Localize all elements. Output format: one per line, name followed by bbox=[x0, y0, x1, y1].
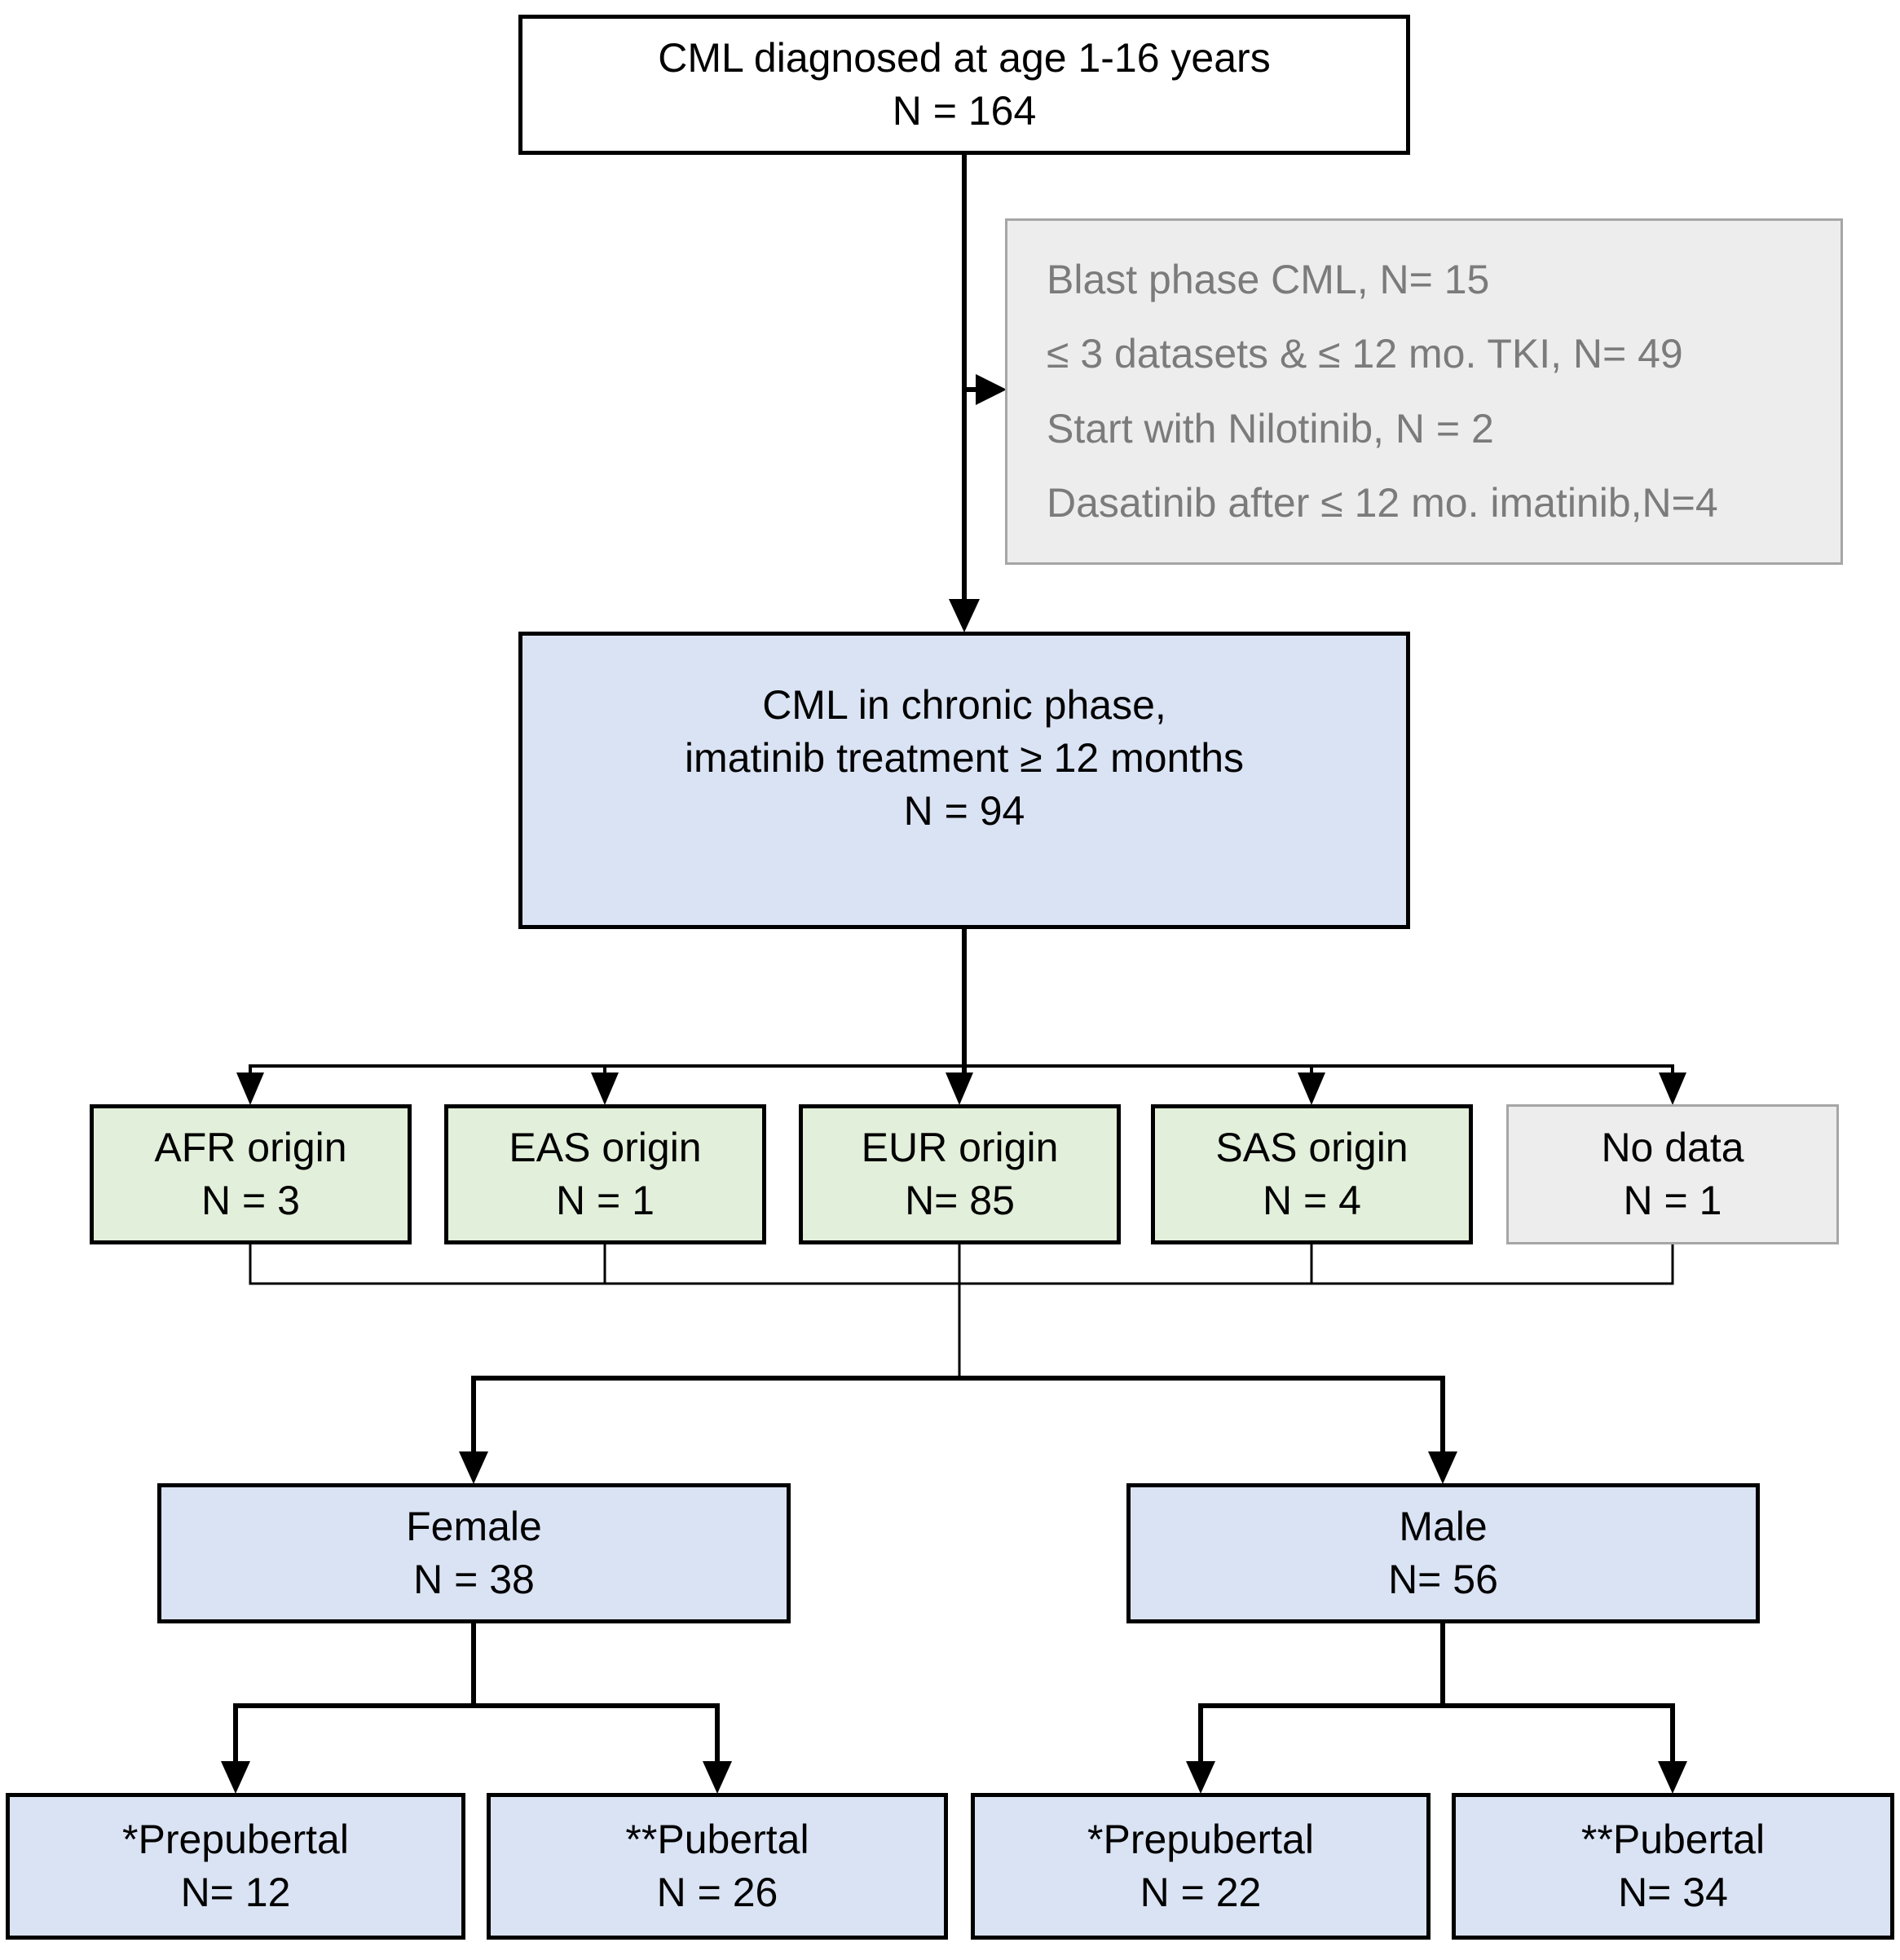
node-diagnosed-count: N = 164 bbox=[892, 88, 1037, 134]
arrowhead-female-prepubertal bbox=[221, 1761, 250, 1794]
node-male: Male N= 56 bbox=[1126, 1483, 1760, 1623]
arrowhead-to-exclusions bbox=[976, 374, 1007, 405]
node-exclusions: Blast phase CML, N= 15 ≤ 3 datasets & ≤ … bbox=[1005, 218, 1843, 565]
arrowhead-male bbox=[1428, 1451, 1457, 1484]
arrowhead-afr bbox=[236, 1072, 264, 1105]
arrowhead-female bbox=[459, 1451, 488, 1484]
node-female: Female N = 38 bbox=[157, 1483, 791, 1623]
node-no-data-count: N = 1 bbox=[1623, 1178, 1722, 1223]
node-chronic-line2: imatinib treatment ≥ 12 months bbox=[684, 734, 1245, 781]
node-chronic-line1: CML in chronic phase, bbox=[762, 681, 1166, 728]
node-eur-count: N= 85 bbox=[905, 1178, 1015, 1223]
node-female-count: N = 38 bbox=[413, 1557, 535, 1602]
arrowhead-male-prepubertal bbox=[1186, 1761, 1215, 1794]
exclusion-datasets-tki: ≤ 3 datasets & ≤ 12 mo. TKI, N= 49 bbox=[1047, 331, 1683, 377]
node-male-prepubertal-count: N = 22 bbox=[1140, 1870, 1262, 1915]
exclusion-nilotinib: Start with Nilotinib, N = 2 bbox=[1047, 405, 1494, 451]
node-sas-origin: SAS origin N = 4 bbox=[1151, 1104, 1473, 1244]
arrowhead-female-pubertal bbox=[703, 1761, 732, 1794]
arrowhead-eur bbox=[946, 1072, 973, 1105]
node-no-data-label: No data bbox=[1601, 1125, 1744, 1170]
node-afr-count: N = 3 bbox=[201, 1178, 300, 1223]
node-eur-label: EUR origin bbox=[861, 1125, 1059, 1170]
node-female-pubertal-label: **Pubertal bbox=[625, 1817, 809, 1862]
node-male-pubertal: **Pubertal N= 34 bbox=[1452, 1793, 1894, 1940]
node-male-pubertal-count: N= 34 bbox=[1618, 1870, 1728, 1915]
arrowhead-male-pubertal bbox=[1658, 1761, 1687, 1794]
node-female-prepubertal: *Prepubertal N= 12 bbox=[6, 1793, 465, 1940]
node-male-label: Male bbox=[1399, 1504, 1488, 1549]
node-chronic-count: N = 94 bbox=[903, 787, 1025, 834]
arrowhead-sas bbox=[1298, 1072, 1325, 1105]
exclusion-blast-phase: Blast phase CML, N= 15 bbox=[1047, 257, 1490, 302]
node-diagnosed-label: CML diagnosed at age 1-16 years bbox=[658, 35, 1271, 81]
node-female-prepubertal-count: N= 12 bbox=[180, 1870, 291, 1915]
node-female-label: Female bbox=[406, 1504, 542, 1549]
node-no-data: No data N = 1 bbox=[1506, 1104, 1839, 1244]
node-diagnosed: CML diagnosed at age 1-16 years N = 164 bbox=[518, 15, 1410, 155]
arrowhead-eas bbox=[591, 1072, 619, 1105]
node-female-prepubertal-label: *Prepubertal bbox=[122, 1817, 349, 1862]
node-male-prepubertal: *Prepubertal N = 22 bbox=[971, 1793, 1431, 1940]
node-sas-label: SAS origin bbox=[1215, 1125, 1408, 1170]
arrowhead-nodata bbox=[1659, 1072, 1686, 1105]
node-afr-label: AFR origin bbox=[154, 1125, 347, 1170]
node-female-pubertal-count: N = 26 bbox=[656, 1870, 778, 1915]
node-afr-origin: AFR origin N = 3 bbox=[90, 1104, 412, 1244]
node-eas-label: EAS origin bbox=[509, 1125, 702, 1170]
exclusion-dasatinib: Dasatinib after ≤ 12 mo. imatinib,N=4 bbox=[1047, 479, 1718, 526]
node-sas-count: N = 4 bbox=[1263, 1178, 1361, 1223]
node-chronic-phase: CML in chronic phase, imatinib treatment… bbox=[518, 632, 1410, 929]
node-male-count: N= 56 bbox=[1388, 1557, 1498, 1602]
node-male-pubertal-label: **Pubertal bbox=[1580, 1817, 1766, 1862]
node-male-prepubertal-label: *Prepubertal bbox=[1087, 1817, 1314, 1862]
node-eur-origin: EUR origin N= 85 bbox=[799, 1104, 1121, 1244]
node-eas-count: N = 1 bbox=[556, 1178, 655, 1223]
node-female-pubertal: **Pubertal N = 26 bbox=[487, 1793, 948, 1940]
arrowhead-to-chronic bbox=[949, 599, 980, 632]
node-eas-origin: EAS origin N = 1 bbox=[444, 1104, 766, 1244]
